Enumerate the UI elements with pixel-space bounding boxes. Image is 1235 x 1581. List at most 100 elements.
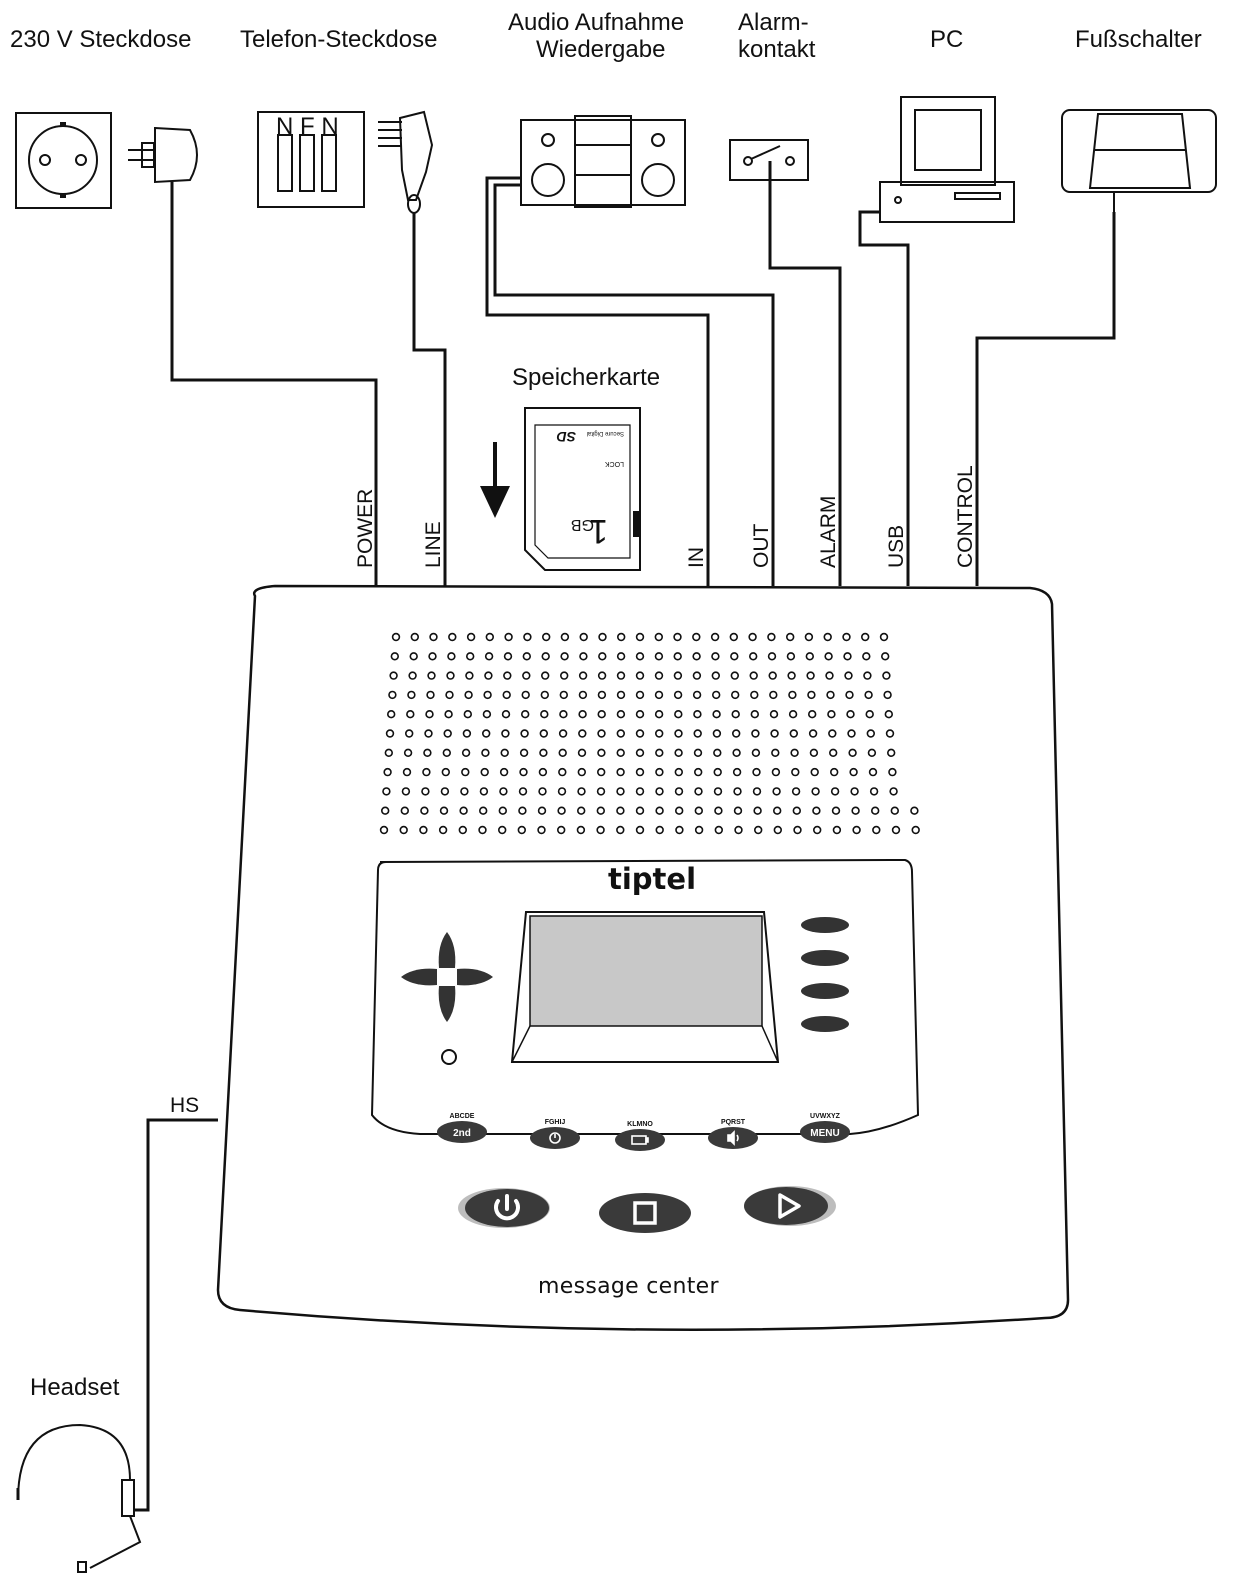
sd-capacity-number: 1 [589, 512, 608, 550]
battery-icon [631, 1135, 649, 1145]
grille-hole [406, 709, 415, 719]
grille-hole [596, 787, 606, 796]
soft-key-2[interactable] [801, 950, 849, 966]
grille-hole [445, 690, 454, 700]
grille-hole [828, 729, 837, 738]
grille-hole [848, 748, 857, 757]
soft-keys[interactable] [801, 917, 849, 1032]
nav-down-button[interactable] [438, 986, 456, 1022]
grille-hole [673, 671, 683, 680]
grille-hole [827, 709, 836, 719]
key-face: MENU [810, 1128, 839, 1139]
play-button[interactable] [744, 1186, 836, 1226]
key-letters: ABCDE [450, 1113, 475, 1120]
nav-up-button[interactable] [438, 932, 456, 968]
grille-hole [446, 671, 455, 680]
grille-hole [692, 652, 701, 661]
function-key-1[interactable]: ABCDE 2nd [437, 1113, 487, 1143]
nav-left-button[interactable] [401, 968, 437, 986]
grille-hole [463, 709, 472, 719]
grille-hole [693, 709, 702, 719]
grille-hole [466, 632, 476, 642]
label-headset: Headset [30, 1374, 120, 1401]
grille-hole [540, 690, 549, 700]
grille-hole [872, 825, 881, 835]
soft-key-3[interactable] [801, 983, 849, 999]
grille-hole [499, 787, 508, 796]
key-letters: FGHIJ [545, 1119, 566, 1126]
function-key-3[interactable]: KLMNO [615, 1121, 665, 1151]
grille-hole [501, 709, 511, 719]
grille-hole [734, 825, 743, 835]
key-face: 2nd [453, 1128, 471, 1139]
grille-hole [772, 806, 782, 815]
grille-hole [559, 690, 568, 700]
grille-hole [558, 767, 567, 777]
grille-hole [750, 690, 759, 700]
key-cap[interactable] [800, 1121, 850, 1143]
cables [134, 161, 1116, 1512]
grille-hole [832, 825, 842, 835]
grille-hole [852, 825, 861, 835]
function-key-5[interactable]: UVWXYZ MENU [800, 1113, 850, 1143]
grille-hole [694, 806, 703, 815]
port-usb: USB [885, 525, 908, 568]
insert-arrow-icon [480, 442, 510, 518]
grille-hole [399, 825, 408, 835]
grille-hole [811, 787, 820, 796]
model-name: message center [538, 1274, 719, 1299]
grille-hole [785, 632, 795, 642]
grille-hole [831, 806, 841, 815]
grille-hole [713, 787, 723, 796]
soft-key-1[interactable] [801, 917, 849, 933]
grille-hole [851, 806, 860, 815]
grille-hole [537, 806, 547, 815]
nav-right-button[interactable] [457, 968, 493, 986]
function-keys[interactable]: ABCDE 2nd FGHIJ KLMNO PQRST UVWXYZ MENU [437, 1113, 850, 1151]
grille-hole [409, 652, 418, 661]
grille-hole [383, 767, 392, 777]
alarm-cable [768, 161, 842, 586]
grille-hole [596, 767, 606, 777]
stop-button[interactable] [599, 1193, 691, 1233]
grille-hole [423, 748, 432, 757]
control-cable [975, 212, 1116, 586]
grille-hole [576, 806, 586, 815]
grille-hole [675, 825, 684, 835]
key-cap[interactable] [437, 1121, 487, 1143]
soft-key-4[interactable] [801, 1016, 849, 1032]
power-button[interactable] [458, 1188, 550, 1228]
grille-hole [523, 632, 532, 642]
grille-hole [769, 709, 779, 719]
grille-hole [731, 709, 740, 719]
grille-hole [498, 806, 507, 815]
key-letters: KLMNO [627, 1121, 653, 1128]
grille-hole [482, 709, 492, 719]
grille-hole [866, 729, 875, 738]
grille-hole [882, 671, 891, 680]
grille-hole [441, 767, 450, 777]
port-out: OUT [750, 524, 773, 569]
play-icon [778, 1193, 801, 1219]
transport-buttons[interactable] [458, 1186, 836, 1233]
grille-hole [559, 671, 569, 680]
navigation-pad[interactable] [401, 932, 493, 1022]
grille-hole [616, 767, 625, 777]
grille-hole [427, 671, 436, 680]
grille-hole [713, 767, 722, 777]
grille-hole [733, 806, 743, 815]
key-cap[interactable] [615, 1129, 665, 1151]
function-key-2[interactable]: FGHIJ [530, 1119, 580, 1149]
grille-hole [459, 806, 468, 815]
grille-hole [842, 632, 851, 642]
grille-hole [387, 709, 396, 719]
grille-hole [422, 767, 431, 777]
function-key-4[interactable]: PQRST [708, 1119, 758, 1149]
key-letters: UVWXYZ [810, 1113, 841, 1120]
line-cable [412, 212, 447, 586]
sd-brand: Secure Digital [587, 430, 624, 436]
grille-hole [598, 652, 607, 661]
grille-hole [654, 709, 664, 719]
grille-hole [401, 787, 411, 796]
grille-hole [879, 632, 889, 642]
